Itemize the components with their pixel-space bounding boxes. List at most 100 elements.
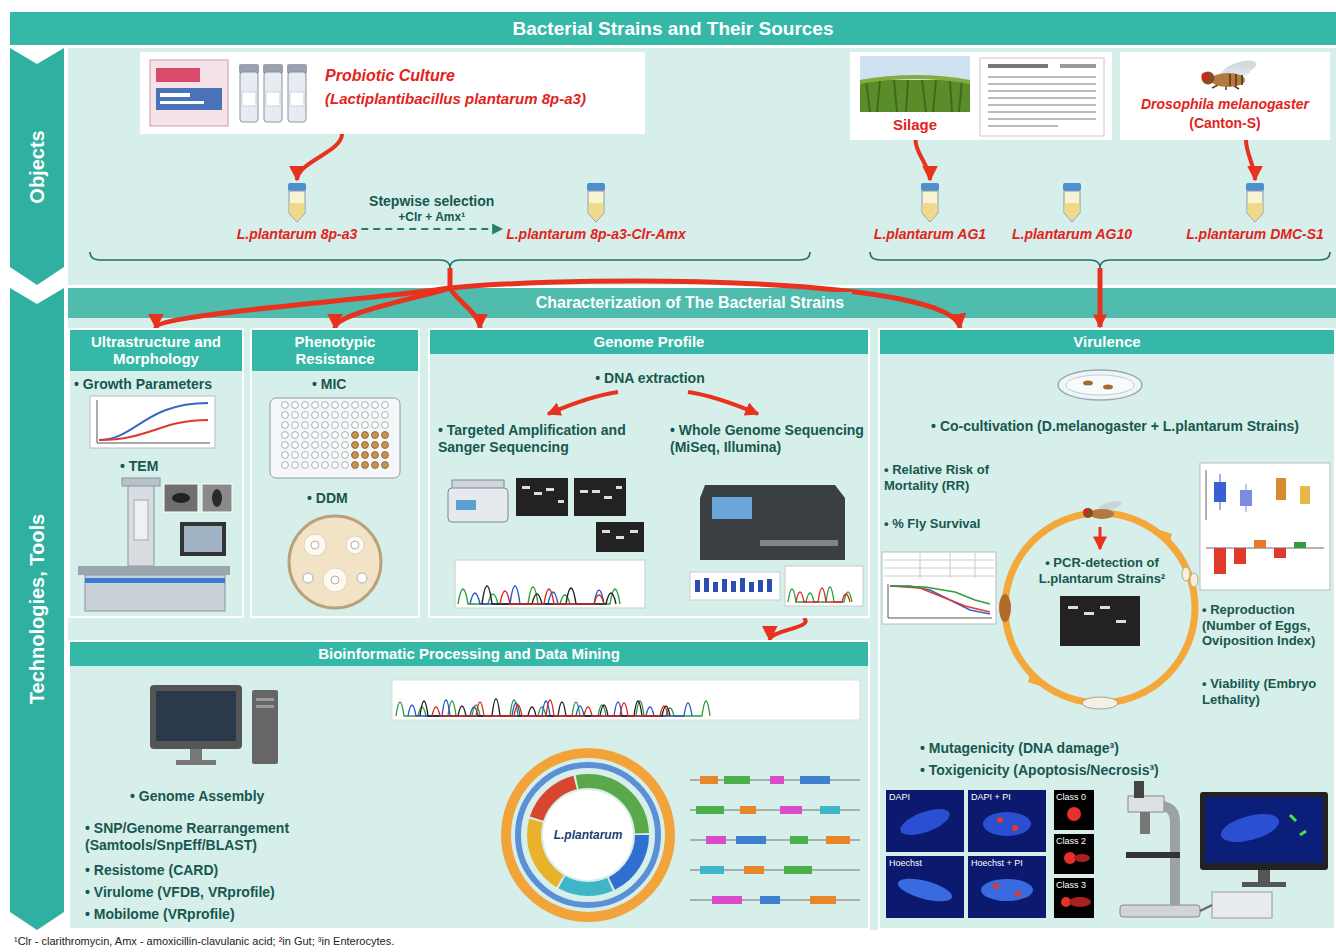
- bullet-text: • DNA extraction: [550, 370, 750, 387]
- silage-picture: [860, 77, 970, 82]
- microscopy-picture: [1290, 815, 1306, 835]
- silage-picture: [988, 111, 1096, 113]
- mic-plate: [270, 398, 400, 478]
- method-panel: Virulence• Co-cultivation (D.melanogaste…: [878, 328, 1336, 930]
- bullet-text: • Mobilome (VRprofile): [85, 906, 425, 923]
- pcr-and-gel: [580, 490, 588, 493]
- source-box: Silage: [850, 52, 1112, 140]
- bullet-text: • Viability (Embryo Lethality): [1202, 676, 1336, 707]
- microscopy-picture: [1067, 807, 1081, 821]
- genome-map: [392, 680, 860, 917]
- chart-label: L.plantarum: [554, 828, 623, 842]
- culture-tube: [1064, 191, 1080, 222]
- group-brace: [90, 252, 810, 268]
- fly-cycle: [1220, 474, 1221, 510]
- group-brace: [870, 252, 1330, 268]
- petri-dish: [331, 576, 339, 584]
- bullet-text: • Virulome (VFDB, VRprofile): [85, 884, 425, 901]
- microscopy-picture: [1205, 797, 1323, 863]
- fly-cycle: [1276, 478, 1286, 500]
- fly-cycle: [884, 576, 994, 577]
- silage-picture: [988, 104, 1096, 106]
- image-label: Class 2: [1056, 836, 1086, 847]
- pcr-and-gel: [516, 478, 568, 516]
- fly-cycle: [1090, 509, 1114, 519]
- silage-picture: [1060, 64, 1096, 68]
- pcr-and-gel: [596, 522, 644, 552]
- probiotic-picture: [290, 92, 304, 106]
- footnote: ¹Clr - clarithromycin, Amx - amoxicillin…: [14, 935, 394, 948]
- bullet-text: • Resistome (CARD): [85, 862, 425, 879]
- genome-map: [506, 753, 670, 917]
- fly-cycle: [1274, 548, 1286, 558]
- microscopy-picture: [1069, 897, 1091, 907]
- flow-arrow: [688, 392, 758, 414]
- title-band: Bacterial Strains and Their Sources: [10, 12, 1336, 45]
- fly-cycle: [1100, 606, 1110, 609]
- petri-dish: [303, 573, 313, 583]
- strain-label: L.plantarum DMC-S1: [1186, 226, 1324, 243]
- fly-cycle: [1294, 542, 1306, 548]
- microscopy-picture: [886, 790, 964, 852]
- computer-icon: [256, 705, 274, 708]
- fly-cycle: [1060, 596, 1140, 646]
- mic-plate: [280, 400, 390, 470]
- culture-tube: [922, 191, 938, 222]
- probiotic-picture: [150, 60, 228, 126]
- method-panel: Bioinformatic Processing and Data Mining…: [68, 640, 870, 930]
- bullet-text: • Targeted Amplification and Sanger Sequ…: [438, 422, 660, 456]
- pcr-and-gel: [558, 500, 564, 503]
- microscopy-picture: [1258, 870, 1270, 882]
- sequencer: [690, 572, 780, 600]
- genome-map: [800, 776, 830, 784]
- fly-cycle: [1066, 375, 1134, 395]
- microscopy-picture: [993, 883, 999, 889]
- flow-arrow: [335, 288, 450, 328]
- flow-arrow: [770, 618, 806, 640]
- bullet-text: • Whole Genome Sequencing (MiSeq, Illumi…: [670, 422, 866, 456]
- microscopy-picture: [981, 879, 1033, 901]
- fly-cycle: [884, 553, 994, 578]
- fly-cycle: [1200, 463, 1330, 590]
- silage-picture: [850, 52, 1112, 140]
- sequencer: [731, 581, 736, 592]
- genome-map: [820, 806, 840, 814]
- genome-map: [780, 806, 802, 814]
- genome-map: [420, 699, 670, 716]
- probiotic-picture: [288, 72, 306, 122]
- fly-cycle: [1084, 509, 1089, 514]
- section-label: Technologies, Tools: [25, 514, 49, 704]
- silage-picture: [988, 76, 1096, 78]
- strain-label: L.plantarum 8p-a3-Clr-Amx: [506, 226, 686, 243]
- culture-tube: [290, 203, 305, 221]
- pcr-and-gel: [458, 587, 620, 604]
- fly-cycle: [1254, 540, 1266, 548]
- selection-arrow: [361, 228, 502, 230]
- culture-tube: [288, 183, 306, 222]
- microscopy-picture: [983, 812, 1031, 836]
- source-text: (Lactiplantibacillus plantarum 8p-a3): [325, 90, 640, 108]
- pcr-and-gel: [630, 530, 638, 533]
- genome-map: [518, 765, 658, 905]
- growth-chart: [90, 396, 215, 448]
- genome-map: [696, 806, 724, 814]
- culture-tube: [923, 203, 938, 221]
- sequencer: [695, 580, 700, 592]
- microscopy-picture: [1128, 796, 1164, 812]
- microscopy-picture: [1012, 825, 1018, 831]
- pcr-and-gel: [604, 496, 612, 499]
- microscopy-picture: [897, 804, 953, 841]
- note-text: +Clr + Amx¹: [395, 210, 468, 224]
- strain-tube: L.plantarum 8p-a3: [233, 180, 362, 243]
- tem-microscope: [172, 493, 190, 503]
- microscopy-picture: [886, 781, 1328, 918]
- genome-map: [392, 680, 860, 720]
- bullet-text: • DDM: [307, 490, 397, 507]
- culture-tube: [921, 183, 939, 191]
- pcr-and-gel: [534, 492, 542, 495]
- tem-microscope: [85, 578, 225, 583]
- flow-arrow: [450, 281, 960, 328]
- genome-map: [534, 781, 642, 889]
- culture-tube: [1246, 183, 1264, 191]
